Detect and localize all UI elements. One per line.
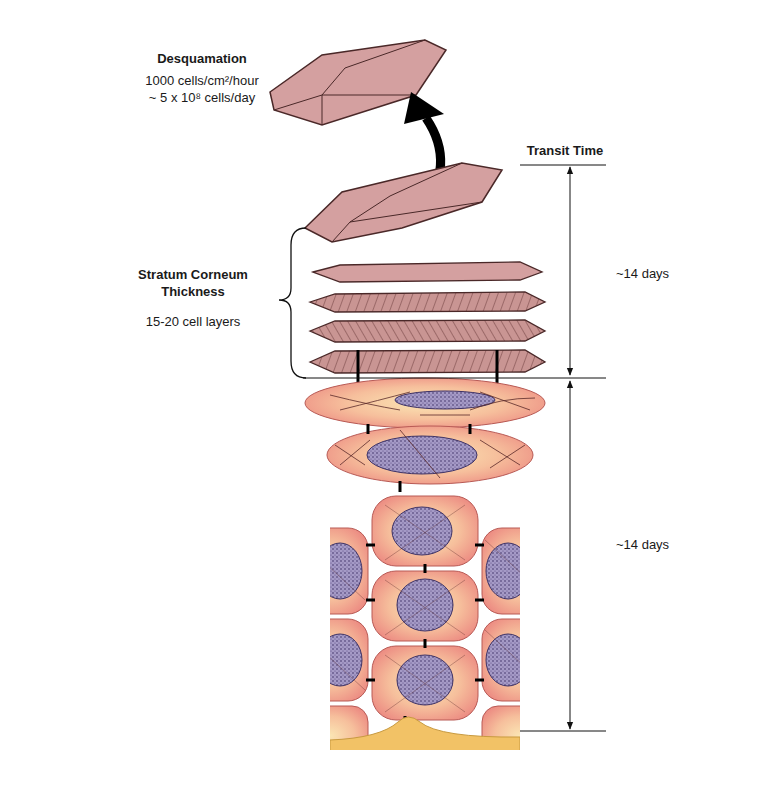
keratin-filaments	[330, 505, 520, 712]
scale-tick	[303, 378, 606, 379]
duration-arrow	[570, 381, 571, 729]
keratin-filaments	[330, 392, 535, 415]
desmosome	[366, 599, 375, 602]
desmosome	[496, 350, 499, 374]
corneum-layer	[310, 292, 545, 312]
desmosome	[399, 481, 402, 492]
cell-nucleus	[397, 579, 453, 631]
desmosome	[366, 544, 375, 547]
shed-corneocyte	[270, 40, 446, 125]
flake-edge	[350, 163, 462, 222]
desmosomes	[368, 424, 470, 492]
spinous-cell	[330, 528, 368, 614]
desmosome	[475, 679, 484, 682]
spinous-cell	[372, 496, 478, 566]
scale-tick	[520, 731, 606, 732]
flake-edge	[332, 202, 482, 242]
count-label: 15-20 cell layers	[118, 313, 268, 330]
cell-nucleus	[486, 543, 520, 599]
corneum-layer	[313, 262, 542, 282]
spinous-cell	[482, 528, 520, 614]
corneum-layer	[310, 320, 545, 342]
flake-edge	[322, 95, 323, 125]
desmosome	[357, 350, 360, 374]
cell-nucleus	[330, 543, 362, 599]
desmosome	[475, 544, 484, 547]
granular-cell	[327, 426, 533, 484]
duration-arrow	[570, 167, 571, 375]
scale-tick	[520, 165, 606, 166]
arrow-head	[404, 92, 444, 124]
spinous-cell	[482, 619, 520, 701]
basement-membrane	[330, 717, 520, 750]
desmosome	[424, 564, 427, 573]
rate-label: ~ 5 x 10⁸ cells/day	[122, 89, 282, 106]
desmosome	[475, 599, 484, 602]
transit-scale	[303, 165, 606, 731]
cell-nucleus	[486, 634, 520, 686]
desmosome	[424, 639, 427, 648]
spinous-cell	[372, 571, 478, 641]
corneum-layer	[310, 350, 545, 373]
duration-label: ~14 days	[616, 536, 706, 553]
keratin-filaments	[335, 430, 525, 478]
heading-label: Stratum Corneum Thickness	[118, 266, 268, 300]
cell-nucleus	[392, 507, 452, 555]
cell-nucleus	[367, 436, 477, 474]
flake-edge	[274, 95, 416, 110]
desmosome	[469, 424, 472, 434]
rate-label: 1000 cells/cm²/hour	[122, 72, 282, 89]
thickness-bracket	[279, 228, 306, 378]
desmosome	[367, 424, 370, 434]
desmosomes	[366, 545, 484, 726]
duration-label: ~14 days	[616, 265, 706, 282]
detaching-corneocyte	[305, 163, 502, 242]
granular-cell	[305, 378, 545, 428]
flake-outline	[270, 40, 446, 125]
desmosome	[366, 679, 375, 682]
heading-label: Desquamation	[122, 50, 282, 67]
spinous-cell	[330, 619, 368, 701]
flake-edge	[322, 40, 425, 95]
flake-outline	[305, 163, 502, 242]
cell-nucleus	[330, 634, 362, 686]
spinous-basal-layers	[330, 496, 520, 750]
granular-layer	[305, 378, 545, 492]
heading-label: Transit Time	[510, 142, 620, 159]
